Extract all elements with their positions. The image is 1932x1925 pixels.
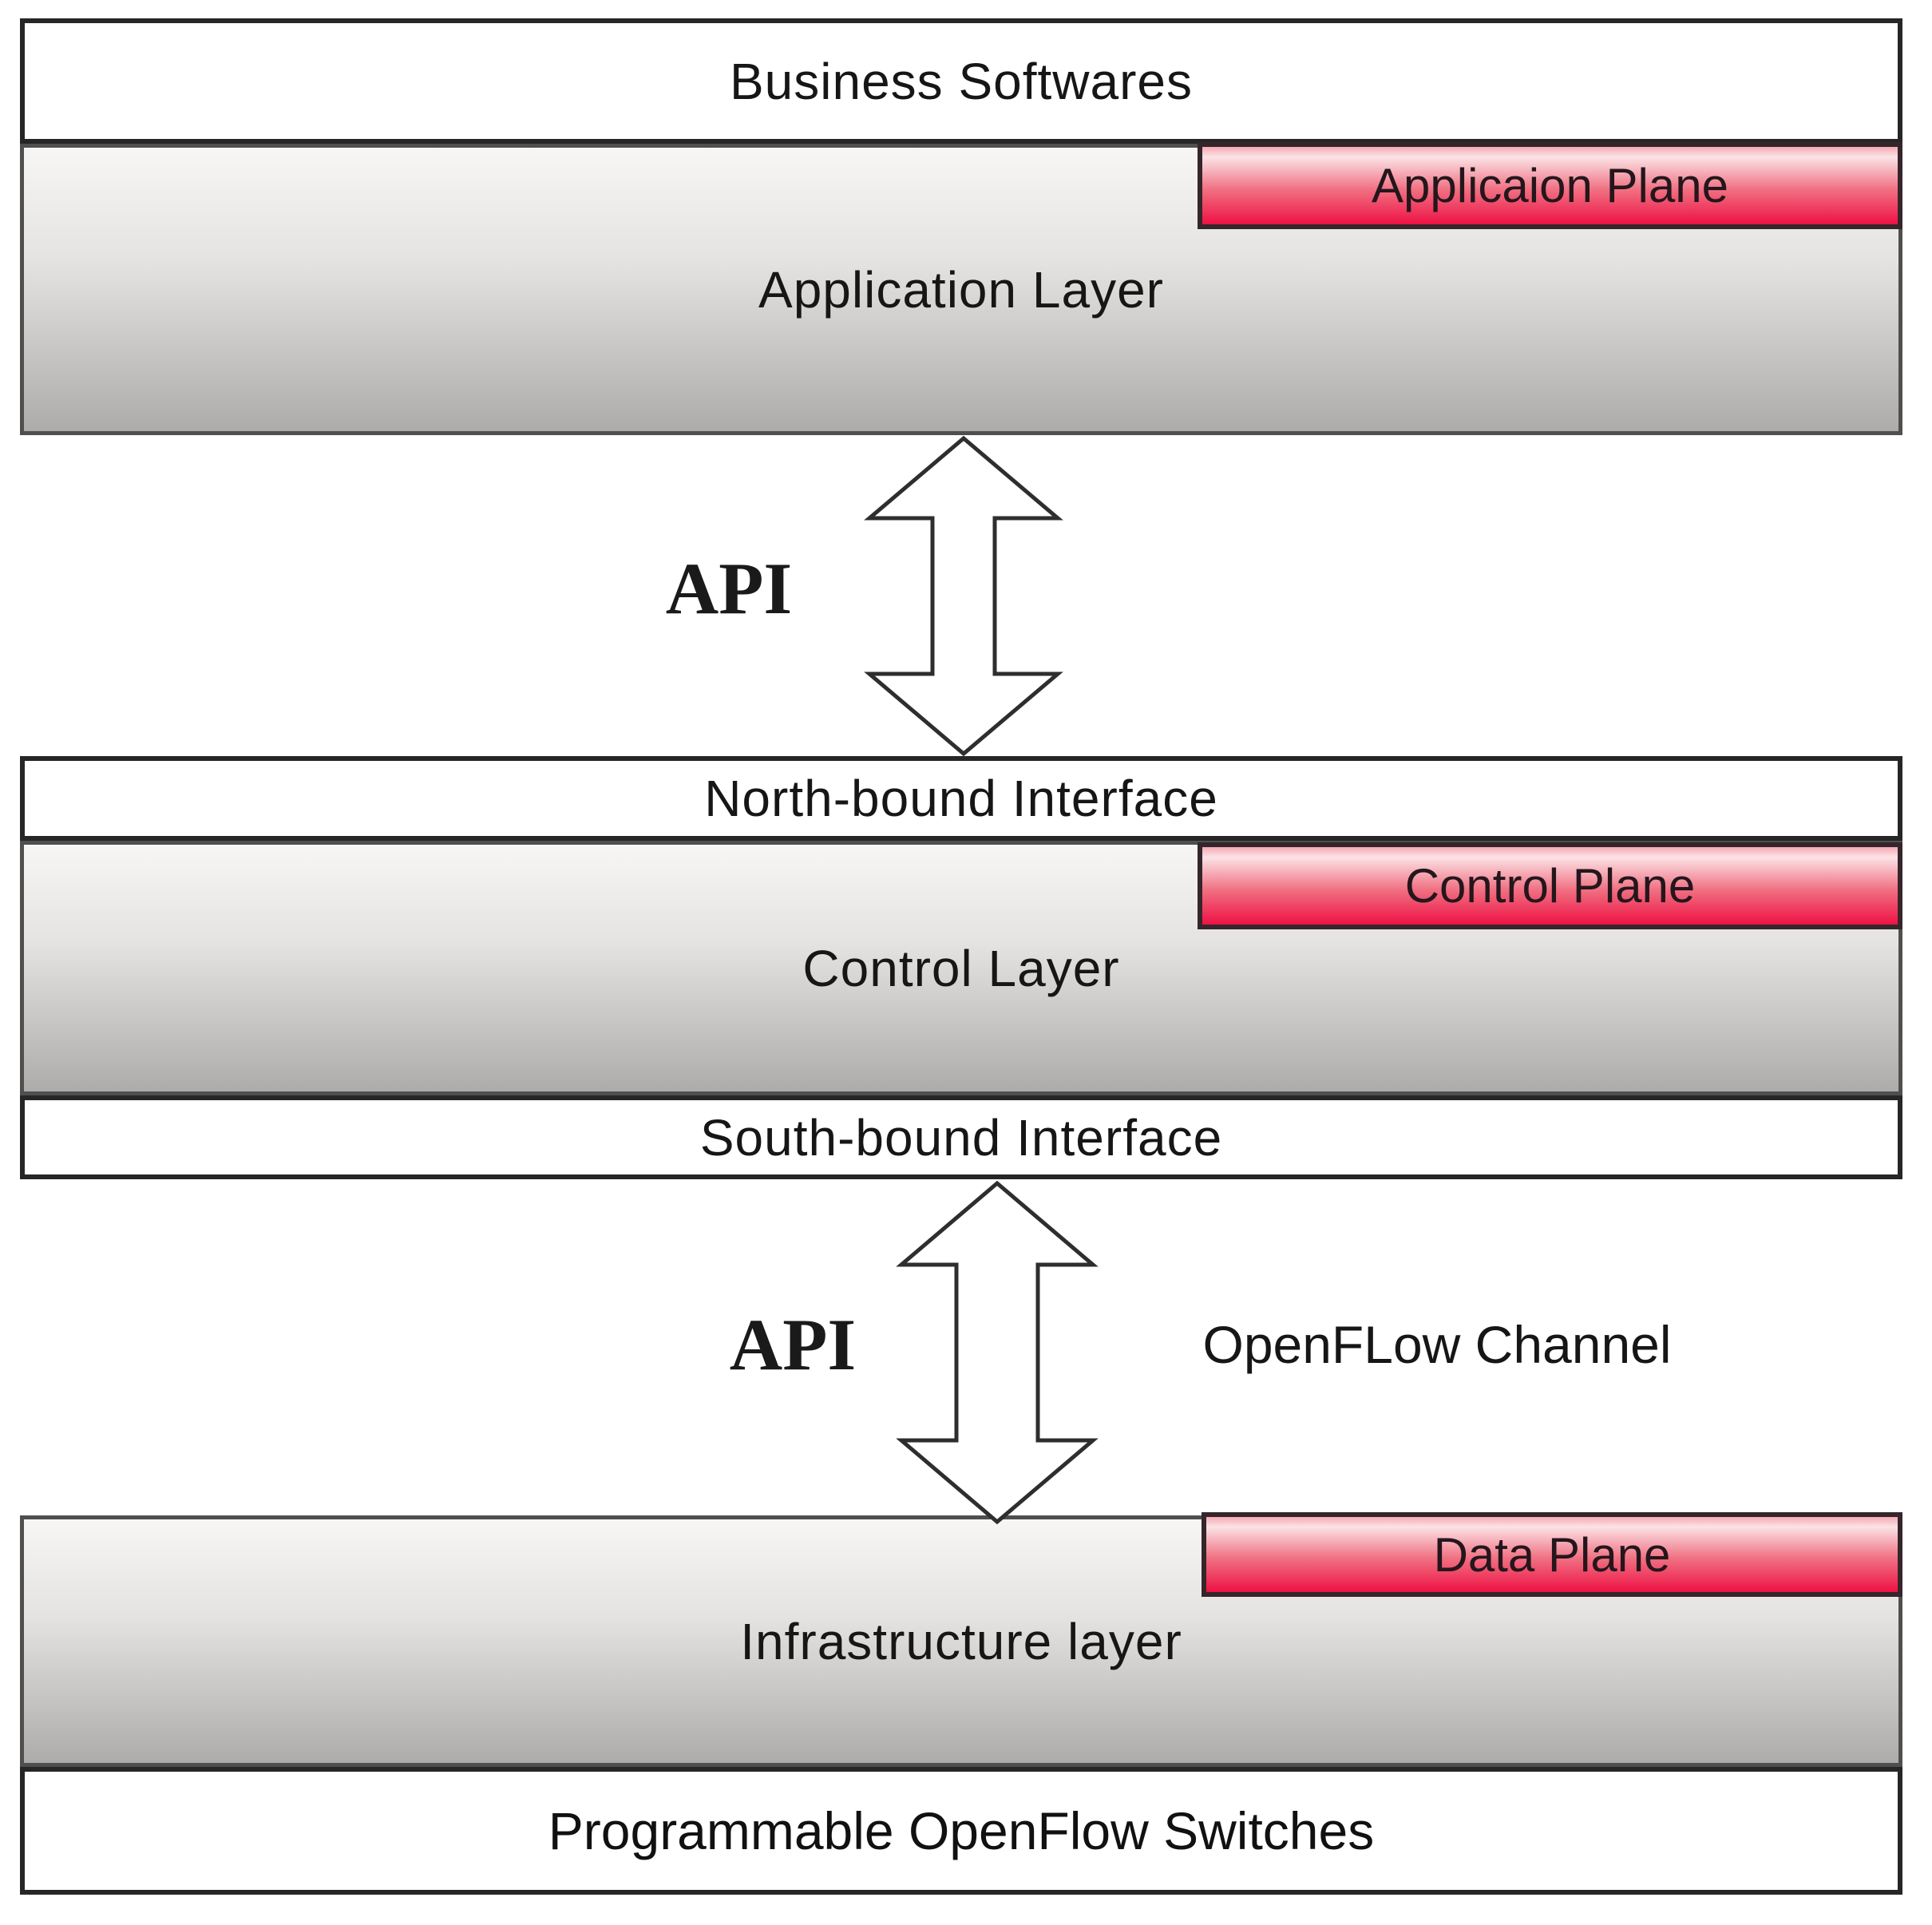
control-layer-box: Control Layer [20, 841, 1902, 1095]
openflow-channel-label: OpenFLow Channel [1202, 1315, 1672, 1374]
south-api-arrow-icon [896, 1180, 1099, 1525]
business-softwares-label: Business Softwares [729, 52, 1194, 110]
application-layer-label: Application Layer [758, 260, 1164, 319]
control-plane-box: Control Plane [1198, 842, 1902, 929]
business-softwares-box: Business Softwares [20, 18, 1902, 144]
south-bound-interface-box: South-bound Interface [20, 1095, 1902, 1179]
data-plane-label: Data Plane [1433, 1527, 1671, 1582]
north-api-label: API [665, 548, 793, 629]
programmable-switches-box: Programmable OpenFlow Switches [20, 1767, 1902, 1895]
control-plane-label: Control Plane [1404, 859, 1696, 913]
application-plane-label: Applicaion Plane [1372, 159, 1728, 212]
south-bound-interface-label: South-bound Interface [699, 1108, 1223, 1166]
north-bound-interface-box: North-bound Interface [20, 756, 1902, 841]
infrastructure-layer-label: Infrastructure layer [740, 1612, 1182, 1670]
programmable-switches-label: Programmable OpenFlow Switches [548, 1801, 1375, 1860]
data-plane-box: Data Plane [1202, 1512, 1902, 1597]
north-api-arrow-icon [864, 435, 1063, 757]
south-api-label: API [729, 1304, 857, 1385]
application-plane-box: Applicaion Plane [1198, 142, 1902, 229]
control-layer-label: Control Layer [802, 939, 1120, 997]
north-bound-interface-label: North-bound Interface [704, 770, 1218, 827]
